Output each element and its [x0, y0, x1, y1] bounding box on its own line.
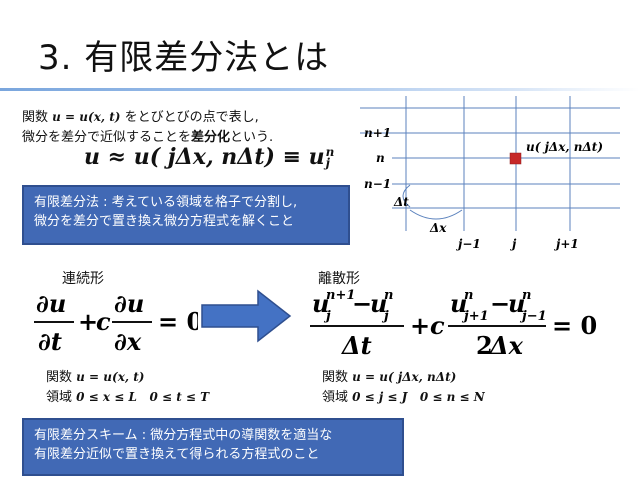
continuous-func-math: u = u(x, t) — [76, 370, 145, 384]
svg-text:j: j — [381, 309, 389, 324]
svg-text:∂u: ∂u — [114, 289, 144, 318]
svg-text:∂u: ∂u — [36, 289, 66, 318]
discrete-func-def: 関数 u = u( jΔx, nΔt) — [322, 366, 456, 385]
intro-line2-prefix: 微分を差分で近似することを — [22, 130, 192, 145]
dx-bracket — [409, 209, 463, 220]
discrete-domain-prefix: 領域 — [322, 390, 349, 405]
discrete-equation: u n+1 j − u n j Δt + c u n j+1 − u n j−1… — [310, 288, 597, 360]
row-label-n-minus-1: n−1 — [364, 177, 391, 191]
svg-text:n: n — [464, 288, 473, 303]
definition-line-2: 微分を差分で置き換え微分方程式を解くこと — [34, 214, 295, 229]
continuous-domain-def: 領域 0 ≤ x ≤ L 0 ≤ t ≤ T — [46, 386, 209, 405]
scheme-box: 有限差分スキーム : 微分方程式中の導関数を適当な 有限差分近似で置き換えて得ら… — [22, 418, 404, 476]
grid-horizontal-lines — [360, 107, 620, 209]
svg-text:n+1: n+1 — [326, 288, 355, 303]
svg-text:∂x: ∂x — [114, 327, 142, 356]
svg-text:= 0: = 0 — [552, 311, 597, 340]
transform-arrow — [201, 289, 292, 343]
svg-text:j−1: j−1 — [519, 309, 547, 324]
definition-line-1: 有限差分法 : 考えている領域を格子で分割し, — [34, 195, 298, 210]
svg-text:c: c — [96, 307, 111, 336]
svg-text:u: u — [508, 289, 525, 318]
approx-formula-sub: j — [325, 156, 331, 170]
intro-line-2: 微分を差分で近似することを差分化という. — [22, 126, 273, 145]
svg-text:+: + — [410, 311, 430, 340]
slide-title: 3. 有限差分法とは — [38, 38, 330, 78]
svg-text:+: + — [78, 307, 98, 336]
svg-text:−: − — [352, 289, 372, 318]
discrete-domain-def: 領域 0 ≤ j ≤ J 0 ≤ n ≤ N — [322, 386, 485, 405]
grid-point-label: u( jΔx, nΔt) — [526, 140, 603, 154]
continuous-func-prefix: 関数 — [46, 370, 73, 385]
finite-difference-grid: n+1 n n−1 Δt Δx j−1 j j+1 u( jΔx, nΔt) — [360, 96, 620, 251]
svg-text:= 0: = 0 — [158, 307, 198, 336]
svg-text:n: n — [522, 288, 531, 303]
continuous-domain-prefix: 領域 — [46, 390, 73, 405]
svg-text:c: c — [430, 311, 445, 340]
intro-line2-bold: 差分化 — [191, 130, 231, 145]
intro-func-prefix: 関数 — [22, 110, 49, 125]
intro-func-math: u = u(x, t) — [52, 110, 121, 124]
grid-point-marker — [509, 152, 522, 165]
discrete-domain-math: 0 ≤ j ≤ J 0 ≤ n ≤ N — [352, 390, 485, 404]
col-label-j: j — [510, 237, 517, 251]
approx-formula-main: u ≈ u( jΔx, nΔt) ≡ u — [84, 144, 325, 170]
row-label-n-plus-1: n+1 — [364, 126, 391, 140]
svg-text:j: j — [323, 309, 331, 324]
scheme-line-2: 有限差分近似で置き換えて得られる方程式のこと — [34, 447, 320, 462]
dt-label: Δt — [393, 195, 409, 209]
svg-text:Δt: Δt — [341, 331, 372, 360]
dt-bracket — [402, 184, 411, 208]
continuous-domain-math: 0 ≤ x ≤ L 0 ≤ t ≤ T — [76, 390, 210, 404]
definition-box: 有限差分法 : 考えている領域を格子で分割し, 微分を差分で置き換え微分方程式を… — [22, 185, 350, 245]
continuous-func-def: 関数 u = u(x, t) — [46, 366, 144, 385]
col-label-j-minus-1: j−1 — [456, 237, 481, 251]
intro-func-suffix: をとびとびの点で表し, — [124, 110, 259, 125]
discrete-func-prefix: 関数 — [322, 370, 349, 385]
col-label-j-plus-1: j+1 — [554, 237, 579, 251]
discrete-heading: 離散形 — [318, 271, 360, 287]
grid-vertical-lines — [405, 96, 571, 231]
svg-text:j+1: j+1 — [461, 309, 489, 324]
discrete-func-math: u = u( jΔx, nΔt) — [352, 370, 457, 384]
row-label-n: n — [376, 151, 385, 165]
dx-label: Δx — [429, 221, 447, 235]
svg-text:u: u — [312, 289, 329, 318]
approx-formula-sup: n — [325, 145, 335, 159]
intro-line2-suffix: という. — [230, 130, 274, 145]
intro-line-1: 関数 u = u(x, t) をとびとびの点で表し, — [22, 106, 259, 125]
title-underline — [0, 88, 640, 91]
svg-text:−: − — [490, 289, 510, 318]
svg-text:u: u — [370, 289, 387, 318]
svg-text:Δx: Δx — [489, 331, 524, 360]
svg-text:∂t: ∂t — [38, 327, 62, 356]
svg-text:u: u — [450, 289, 467, 318]
svg-text:2: 2 — [476, 331, 493, 360]
continuous-equation: ∂u ∂t + c ∂u ∂x = 0 — [34, 289, 198, 356]
svg-text:n: n — [384, 288, 393, 303]
scheme-line-1: 有限差分スキーム : 微分方程式中の導関数を適当な — [34, 428, 333, 443]
continuous-heading: 連続形 — [62, 271, 104, 287]
